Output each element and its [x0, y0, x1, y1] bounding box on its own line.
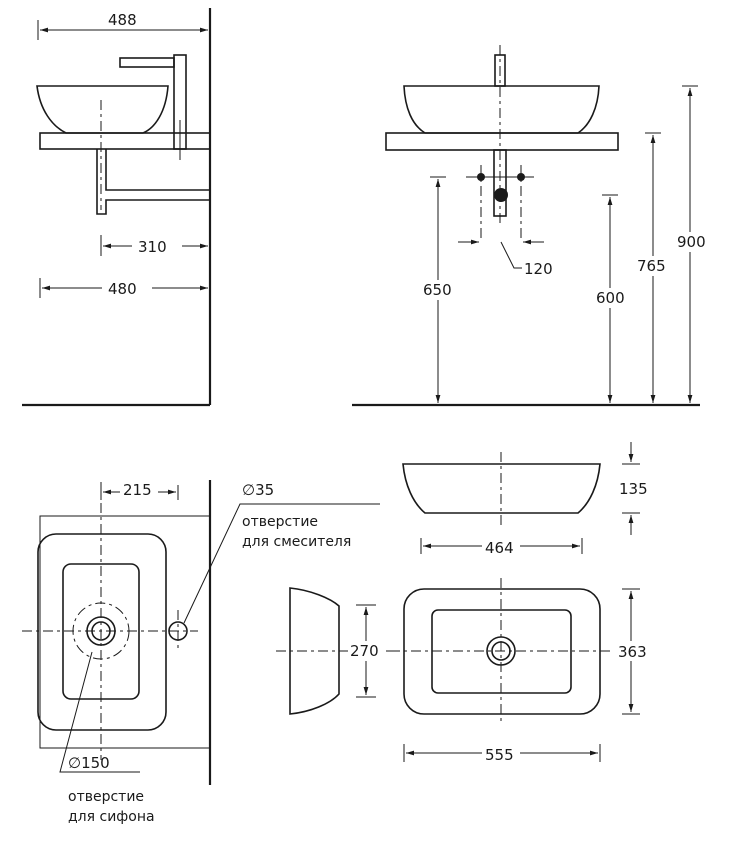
- dim-total-width: 488: [108, 11, 137, 29]
- dim-inner-depth: 270: [350, 642, 379, 660]
- dim-height-600: 600: [596, 289, 625, 307]
- dim-tap-offset: 215: [123, 481, 152, 499]
- tap-hole-label-line1: отверстие: [242, 514, 318, 530]
- side-view: 488 310 480: [22, 8, 212, 407]
- dim-height-650: 650: [423, 281, 452, 299]
- dim-height-900: 900: [677, 233, 706, 251]
- dim-depth: 363: [618, 643, 647, 661]
- basin-views: 135 464 270 363 555: [276, 442, 654, 764]
- dim-base-width: 464: [485, 539, 514, 557]
- dim-height: 135: [619, 480, 648, 498]
- front-view: 120 650 600 765 900: [352, 45, 711, 407]
- drain-hole-label-line1: отверстие: [68, 789, 144, 805]
- top-view: 215 ∅35 отверстие для смесителя ∅150 отв…: [22, 480, 380, 825]
- dim-spacing-120: 120: [524, 260, 553, 278]
- drain-hole-diameter: ∅150: [68, 754, 110, 772]
- dim-length: 555: [485, 746, 514, 764]
- tap-hole-label-line2: для смесителя: [242, 534, 351, 550]
- dim-counter-depth: 480: [108, 280, 137, 298]
- dim-drain-offset: 310: [138, 238, 167, 256]
- tap-hole-diameter: ∅35: [242, 481, 274, 499]
- drain-hole-label-line2: для сифона: [68, 809, 155, 825]
- dim-height-765: 765: [637, 257, 666, 275]
